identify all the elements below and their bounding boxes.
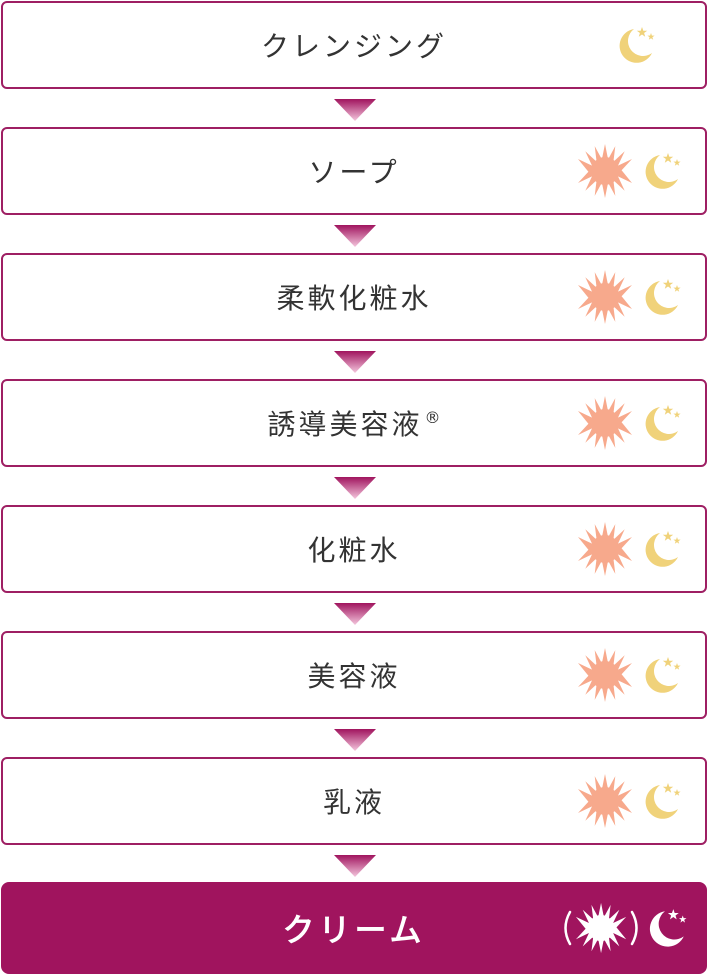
sun-icon	[578, 270, 632, 324]
step-label: ソープ	[308, 156, 400, 189]
down-arrow-icon	[334, 855, 376, 877]
down-arrow-icon	[334, 603, 376, 625]
moon-icon	[649, 909, 687, 947]
step-softening-lotion: 柔軟化粧水	[1, 253, 707, 341]
registered-mark: ®	[424, 407, 441, 427]
step-icons	[577, 255, 683, 339]
sun-icon	[578, 396, 632, 450]
step-label: 美容液	[307, 660, 401, 693]
step-serum: 美容液	[1, 631, 707, 719]
down-arrow-icon	[334, 225, 376, 247]
step-label: クレンジング	[260, 30, 447, 63]
down-arrow-icon	[334, 99, 376, 121]
step-booster-serum: 誘導美容液®	[1, 379, 707, 467]
step-label: 乳液	[322, 786, 385, 819]
step-icons	[561, 884, 689, 972]
step-label: 誘導美容液®	[3, 381, 705, 465]
sun-icon	[578, 144, 632, 198]
sun-icon	[578, 522, 632, 576]
step-icons	[577, 633, 683, 717]
moon-icon	[645, 405, 681, 441]
step-emulsion: 乳液	[1, 757, 707, 845]
step-icons	[577, 129, 683, 213]
step-icons	[577, 381, 683, 465]
moon-icon	[619, 27, 655, 63]
step-cleansing: クレンジング	[1, 1, 707, 89]
step-lotion: 化粧水	[1, 505, 707, 593]
down-arrow-icon	[334, 729, 376, 751]
step-icons	[613, 3, 657, 87]
step-soap: ソープ	[1, 127, 707, 215]
step-label: 柔軟化粧水	[276, 282, 432, 315]
step-label-text: 誘導美容液	[267, 408, 423, 441]
moon-icon	[645, 279, 681, 315]
moon-icon	[645, 153, 681, 189]
step-cream: クリーム	[1, 882, 707, 974]
sun-icon	[578, 648, 632, 702]
sun-icon	[564, 902, 638, 954]
sun-icon	[578, 774, 632, 828]
down-arrow-icon	[334, 477, 376, 499]
down-arrow-icon	[334, 351, 376, 373]
step-label: クリーム	[282, 911, 426, 949]
moon-icon	[645, 531, 681, 567]
moon-icon	[645, 783, 681, 819]
step-icons	[577, 759, 683, 843]
step-icons	[577, 507, 683, 591]
moon-icon	[645, 657, 681, 693]
step-label: 化粧水	[307, 534, 401, 567]
